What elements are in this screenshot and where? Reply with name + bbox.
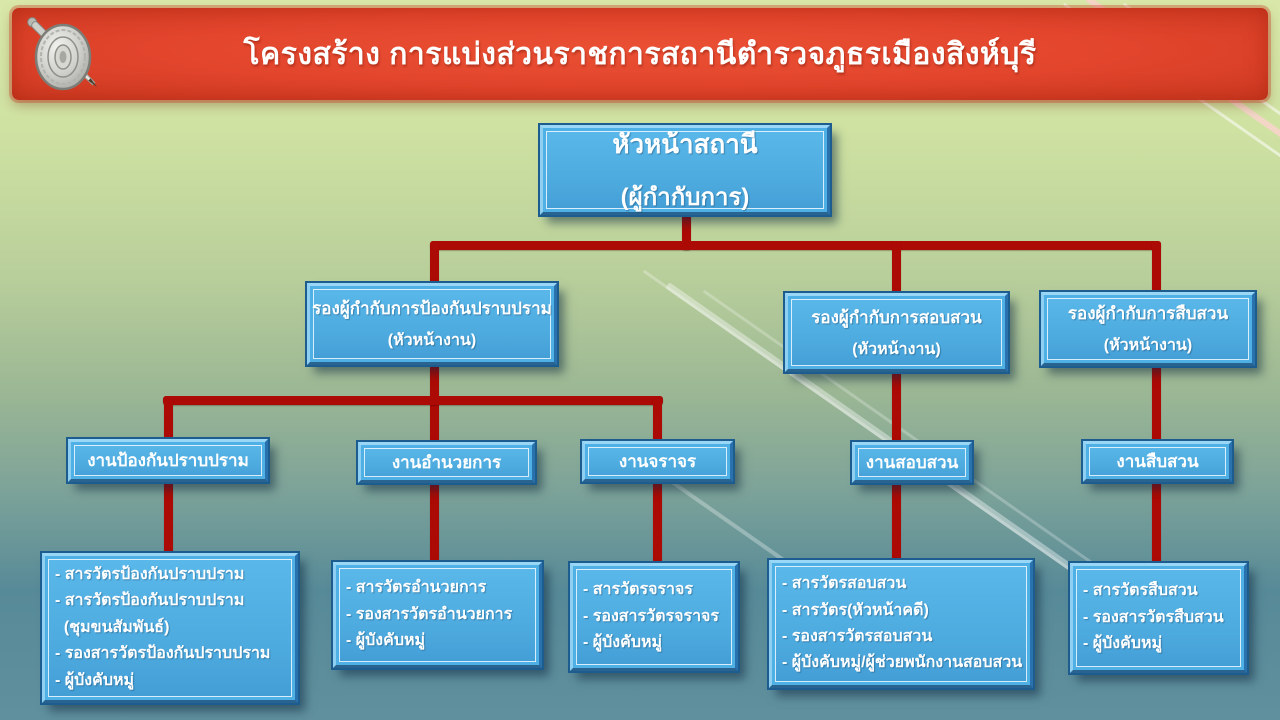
node-station-head: หัวหน้าสถานี (ผู้กำกับการ) [538,123,832,217]
node-staff-administration: - สารวัตรอำนวยการ - รองสารวัตรอำนวยการ -… [331,560,544,670]
node-unit-detective: งานสืบสวน [1081,439,1234,484]
connector-h1 [430,241,1161,250]
connector-v-detective [1152,241,1161,570]
staff-line: - ผู้บังคับหมู่ [55,671,135,689]
staff-line: - สารวัตรอำนวยการ [346,579,487,597]
node-title: รองผู้กำกับการสอบสวน [811,307,982,327]
staff-line: - สารวัตรป้องกันปราบปราม [55,566,245,584]
node-subtitle: (หัวหน้างาน) [852,340,941,358]
node-staff-interrogation: - สารวัตรสอบสวน - สารวัตร(หัวหน้าคดี) - … [767,558,1035,690]
node-title: งานจราจร [618,452,697,471]
staff-line: - รองสารวัตรสืบสวน [1083,608,1224,626]
connector-h2 [163,396,663,405]
staff-line: - รองสารวัตรจราจร [583,607,720,625]
node-subtitle: (ผู้กำกับการ) [620,184,750,211]
title-banner: โครงสร้าง การแบ่งส่วนราชการสถานีตำรวจภูธ… [12,8,1268,100]
staff-line: - ผู้บังคับหมู่ [346,632,426,650]
staff-line: - รองสารวัตรป้องกันปราบปราม [55,645,271,663]
node-deputy-prevention: รองผู้กำกับการป้องกันปราบปราม (หัวหน้างา… [305,281,559,367]
node-title: รองผู้กำกับการป้องกันปราบปราม [312,299,552,318]
node-title: งานสืบสวน [1116,452,1199,471]
node-unit-administration: งานอำนวยการ [356,440,537,485]
staff-line: - สารวัตรป้องกันปราบปราม [55,592,245,610]
staff-line: - รองสารวัตรอำนวยการ [346,605,513,623]
node-title: งานอำนวยการ [391,453,502,472]
node-staff-prevention: - สารวัตรป้องกันปราบปราม - สารวัตรป้องกั… [40,551,300,705]
node-subtitle: (หัวหน้างาน) [1103,337,1193,354]
staff-line: - สารวัตรจราจร [583,581,694,599]
police-emblem-icon [14,4,114,104]
node-staff-detective: - สารวัตรสืบสวน - รองสารวัตรสืบสวน - ผู้… [1068,561,1249,675]
slide-title: โครงสร้าง การแบ่งส่วนราชการสถานีตำรวจภูธ… [243,37,1037,71]
staff-line: - ผู้บังคับหมู่/ผู้ช่วยพนักงานสอบสวน [782,654,1023,672]
staff-line: - สารวัตรสอบสวน [782,575,907,593]
staff-line: - สารวัตร(หัวหน้าคดี) [782,601,929,619]
node-title: งานป้องกันปราบปราม [87,451,249,470]
node-title: รองผู้กำกับการสืบสวน [1067,304,1229,323]
node-unit-interrogation: งานสอบสวน [850,440,974,485]
node-deputy-detective: รองผู้กำกับการสืบสวน (หัวหน้างาน) [1039,290,1257,368]
connector-v-interrogation [892,241,901,566]
connector-v-unit3 [653,396,662,568]
node-title: งานสอบสวน [865,453,959,472]
staff-line: - สารวัตรสืบสวน [1083,582,1198,600]
node-unit-traffic: งานจราจร [580,439,735,484]
node-staff-traffic: - สารวัตรจราจร - รองสารวัตรจราจร - ผู้บั… [568,561,740,673]
connector-root-stub [682,212,691,250]
staff-line: (ชุมขนสัมพันธ์) [55,618,170,636]
node-subtitle: (หัวหน้างาน) [387,332,477,349]
staff-line: - ผู้บังคับหมู่ [583,634,663,652]
staff-line: - รองสารวัตรสอบสวน [782,628,933,645]
node-title: หัวหน้าสถานี [612,129,758,159]
node-unit-prevention: งานป้องกันปราบปราม [66,437,270,484]
node-deputy-interrogation: รองผู้กำกับการสอบสวน (หัวหน้างาน) [783,291,1010,374]
staff-line: - ผู้บังคับหมู่ [1083,635,1163,653]
